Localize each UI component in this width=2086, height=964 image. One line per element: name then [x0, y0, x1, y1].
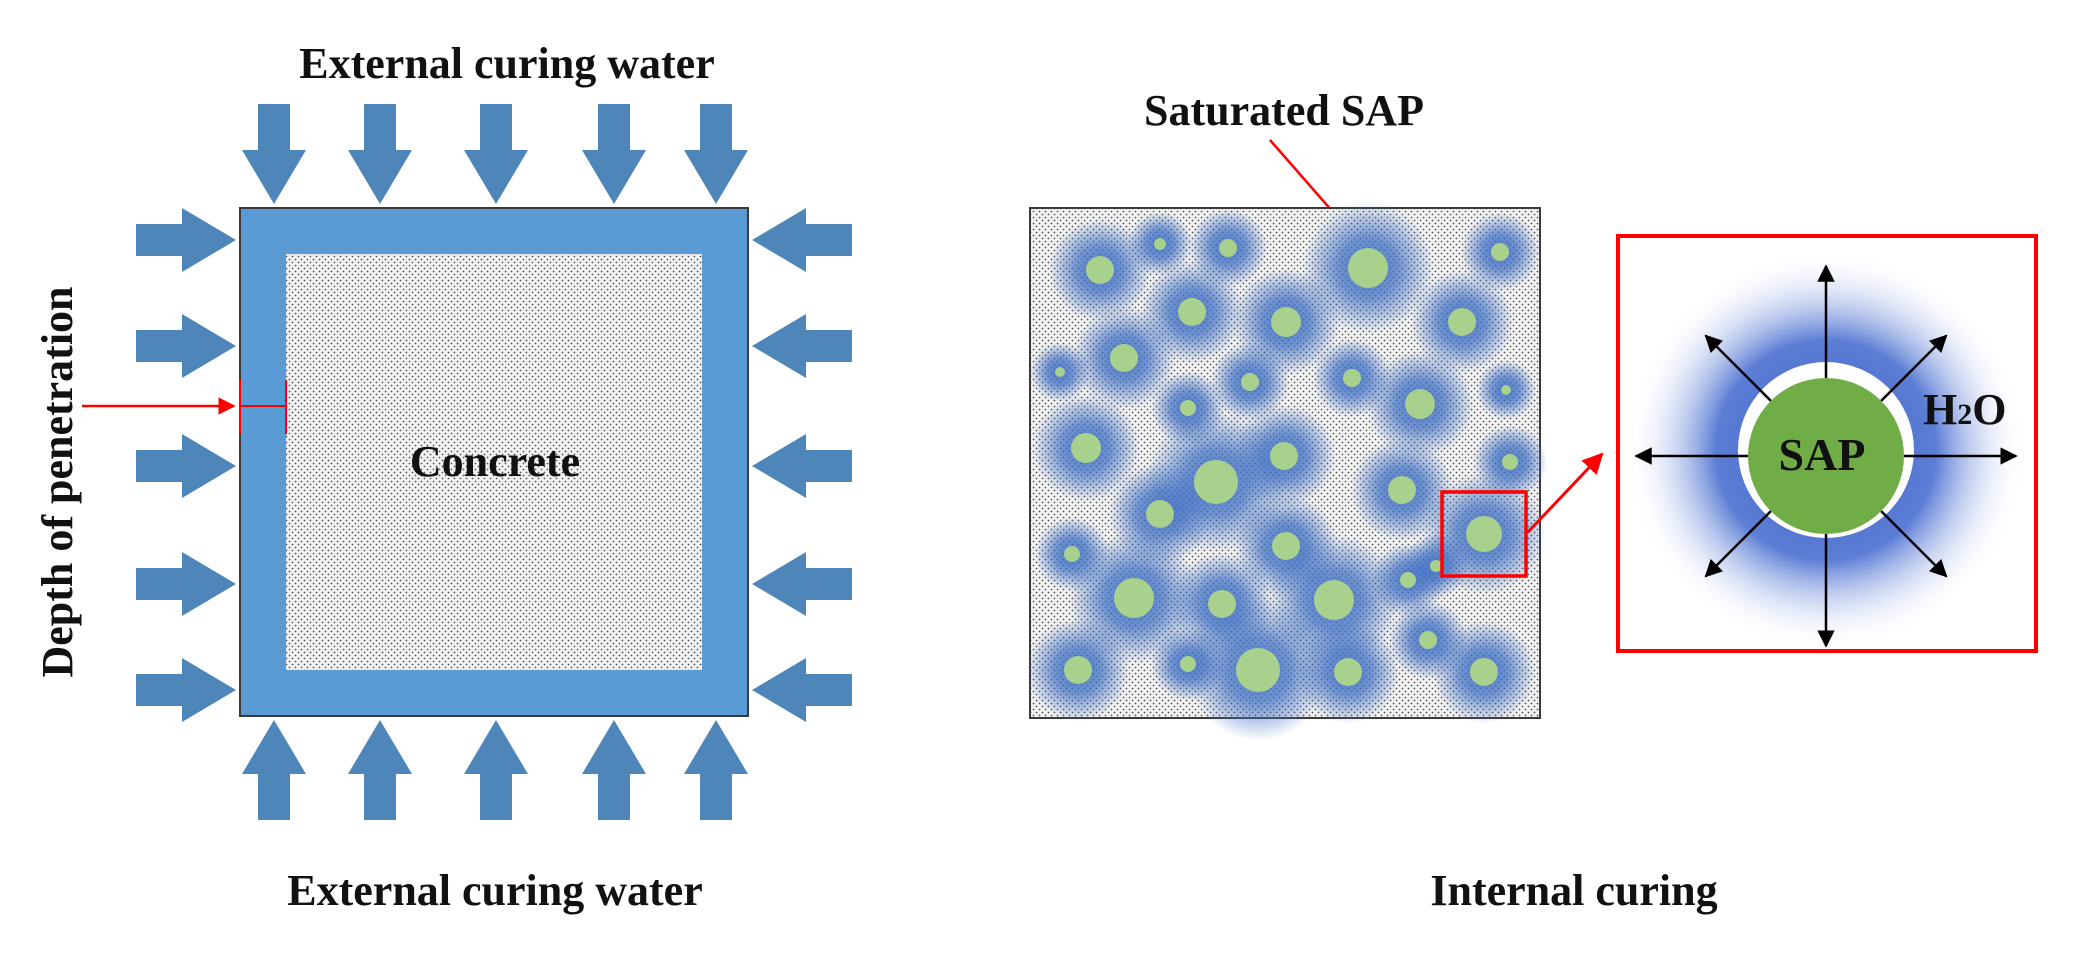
- internal-curing-label: Internal curing: [1430, 866, 1717, 915]
- water-arrow-top-4: [684, 104, 748, 204]
- water-arrow-top-3: [582, 104, 646, 204]
- water-release-arrow: [1880, 334, 1948, 402]
- sap-particle: [1064, 546, 1080, 562]
- water-arrow-top-2: [464, 104, 528, 204]
- sap-particle: [1502, 454, 1518, 470]
- water-arrow-bottom-4: [684, 720, 748, 820]
- penetration-depth-label: Depth of penetration: [33, 286, 82, 677]
- sap-particle: [1236, 648, 1280, 692]
- water-arrow-left-3: [136, 552, 236, 616]
- sap-particle: [1180, 400, 1196, 416]
- sap-particle: [1343, 369, 1361, 387]
- sap-particle: [1448, 308, 1476, 336]
- sap-particle-field: [1026, 202, 1548, 741]
- sap-particle: [1314, 580, 1354, 620]
- water-release-arrow: [1880, 510, 1948, 578]
- water-arrow-right-1: [752, 314, 852, 378]
- penetration-depth-indicator: [82, 380, 287, 434]
- water-arrow-right-4: [752, 658, 852, 722]
- concrete-core: [286, 254, 702, 670]
- water-arrow-left-4: [136, 658, 236, 722]
- sap-particle: [1501, 385, 1511, 395]
- sap-particle: [1430, 560, 1442, 572]
- water-arrow-right-2: [752, 434, 852, 498]
- sap-particle: [1272, 532, 1300, 560]
- sap-particle: [1180, 656, 1196, 672]
- sap-particle: [1114, 578, 1154, 618]
- saturated-sap-label: Saturated SAP: [1144, 86, 1424, 135]
- sap-particle: [1055, 367, 1065, 377]
- sap-particle: [1194, 460, 1238, 504]
- sap-particle: [1208, 590, 1236, 618]
- water-arrow-bottom-2: [464, 720, 528, 820]
- zoom-connector-arrow: [1526, 452, 1604, 534]
- water-arrow-right-0: [752, 208, 852, 272]
- sap-particle: [1470, 658, 1498, 686]
- water-arrow-left-2: [136, 434, 236, 498]
- sap-particle: [1419, 631, 1437, 649]
- bottom-water-label: External curing water: [287, 866, 702, 915]
- sap-particle: [1405, 389, 1435, 419]
- sap-particle: [1400, 572, 1416, 588]
- top-water-arrows: [242, 104, 748, 204]
- sap-particle-zoomed: [1748, 378, 1904, 534]
- sap-particle: [1334, 658, 1362, 686]
- left-water-arrows: [136, 208, 236, 722]
- sap-particle: [1241, 373, 1259, 391]
- water-release-arrows: [1634, 264, 2018, 648]
- sap-particle: [1146, 500, 1174, 528]
- sap-particle: [1466, 516, 1502, 552]
- water-release-arrow: [1704, 334, 1772, 402]
- water-arrow-bottom-1: [348, 720, 412, 820]
- sap-particle: [1348, 248, 1388, 288]
- sap-particle: [1086, 256, 1114, 284]
- zoom-selection-box: [1440, 490, 1528, 578]
- sap-particle: [1071, 433, 1101, 463]
- internal-curing-panel: Saturated SAP SAP H2O Internal curing: [1026, 86, 2038, 915]
- water-arrow-top-1: [348, 104, 412, 204]
- sap-particle: [1491, 243, 1509, 261]
- water-arrow-top-0: [242, 104, 306, 204]
- water-arrow-left-0: [136, 208, 236, 272]
- sap-zoom-label: SAP: [1779, 429, 1866, 480]
- sap-particle: [1178, 298, 1206, 326]
- sap-particle: [1388, 476, 1416, 504]
- water-arrow-bottom-0: [242, 720, 306, 820]
- sap-zoom-detail: SAP H2O: [1616, 234, 2038, 653]
- water-arrow-right-3: [752, 552, 852, 616]
- concrete-label: Concrete: [410, 437, 580, 486]
- sap-particle: [1154, 238, 1166, 250]
- external-curing-panel: External curing water Concrete Depth of …: [33, 39, 852, 915]
- sap-particle: [1219, 239, 1237, 257]
- water-arrow-left-1: [136, 314, 236, 378]
- water-arrow-bottom-3: [582, 720, 646, 820]
- right-water-arrows: [752, 208, 852, 722]
- bottom-water-arrows: [242, 720, 748, 820]
- sap-particle: [1064, 656, 1092, 684]
- sap-particle: [1270, 442, 1298, 470]
- top-water-label: External curing water: [299, 39, 714, 88]
- sap-particle: [1271, 307, 1301, 337]
- sap-particle: [1110, 344, 1138, 372]
- water-release-arrow: [1704, 510, 1772, 578]
- water-formula: H2O: [1923, 385, 2006, 434]
